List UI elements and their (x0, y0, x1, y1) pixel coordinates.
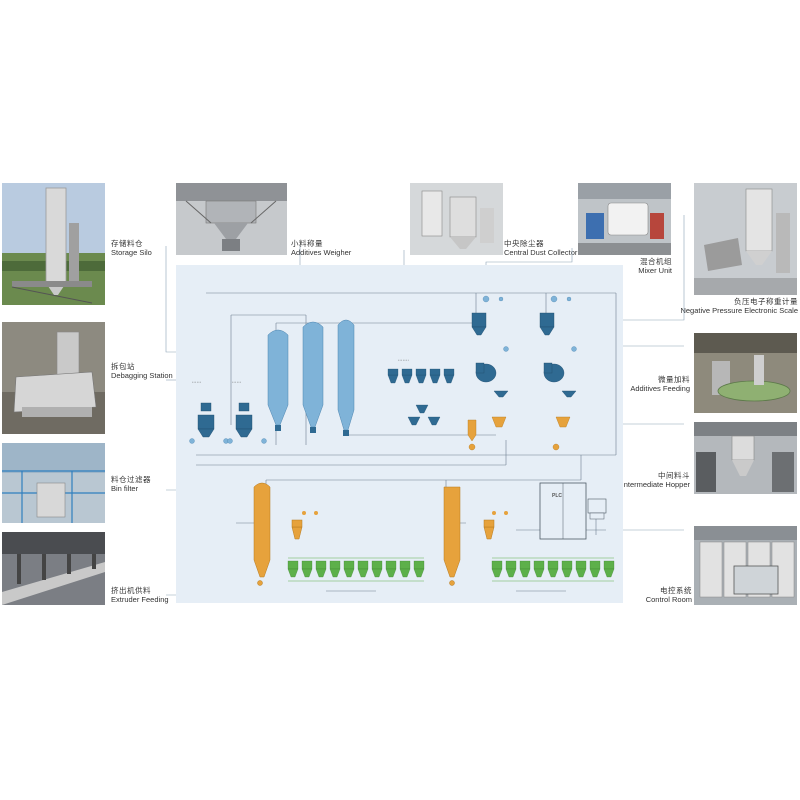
plc-cabinet: PLC (539, 482, 607, 540)
intermediate-hopper-photo (694, 422, 797, 494)
negative-pressure-scale-caption: 负压电子称重计量 Negative Pressure Electronic Sc… (680, 297, 798, 315)
storage-silo-photo (2, 183, 105, 305)
additives-weigher-photo (176, 183, 287, 255)
central-dust-collector-caption: 中央除尘器 Central Dust Collector (504, 239, 578, 257)
process-flow-diagram: • • • • • • • • • • • • (176, 265, 623, 603)
additives-feeding-caption: 微量加料 Additives Feeding (630, 375, 690, 393)
intermediate-hopper-caption: 中间料斗 Intermediate Hopper (621, 471, 690, 489)
bin-filter-caption: 料仓过滤器 Bin filter (111, 475, 151, 493)
storage-silo-caption: 存储料仓 Storage Silo (111, 239, 152, 257)
svg-text:• • • • • •: • • • • • • (232, 381, 241, 384)
debagging-station-caption: 拆包站 Debagging Station (111, 362, 173, 380)
negative-pressure-scale-photo (694, 183, 797, 295)
control-room-caption: 电控系统 Control Room (645, 586, 692, 604)
bin-filter-photo (2, 443, 105, 523)
extruder-feeding-caption: 挤出机供料 Extruder Feeding (111, 586, 169, 604)
control-room-photo (694, 526, 797, 605)
additives-weigher-caption: 小料称量 Additives Weigher (291, 239, 352, 257)
debagging-station-photo (2, 322, 105, 434)
mixer-unit-photo (578, 183, 671, 255)
central-dust-collector-photo (410, 183, 503, 255)
svg-text:• • • • • •: • • • • • • (192, 381, 201, 384)
additives-feeding-photo (694, 333, 797, 413)
plc-label: PLC (552, 493, 562, 499)
extruder-feeding-photo (2, 532, 105, 605)
svg-text:• • • • • • •: • • • • • • • (398, 359, 409, 362)
